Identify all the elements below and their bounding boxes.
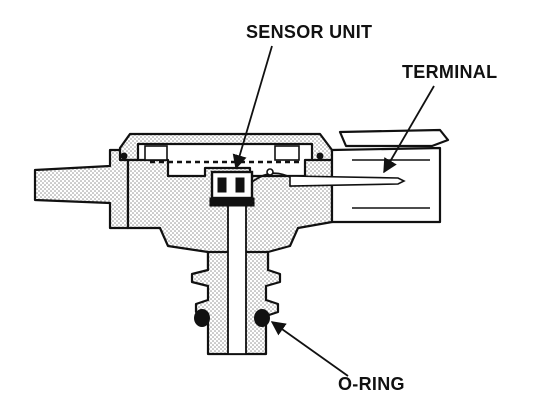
pressure-passage bbox=[227, 195, 247, 355]
o-ring-right bbox=[254, 309, 270, 327]
sensor-unit-leader bbox=[232, 45, 273, 170]
internal-details bbox=[120, 145, 406, 207]
label-terminal: TERMINAL bbox=[402, 62, 497, 82]
label-sensor-unit: SENSOR UNIT bbox=[246, 22, 372, 42]
leader-lines bbox=[232, 45, 435, 377]
connector-latch bbox=[338, 128, 450, 148]
o-rings bbox=[194, 309, 270, 327]
o-ring-left bbox=[194, 309, 210, 327]
terminal-pin bbox=[289, 175, 406, 187]
inlet-nipple bbox=[33, 148, 130, 230]
o-ring-leader bbox=[270, 321, 349, 377]
sensor-body bbox=[33, 128, 450, 356]
label-o-ring: O-RING bbox=[338, 374, 405, 394]
terminal-leader bbox=[383, 85, 435, 174]
sensor-element bbox=[209, 170, 255, 207]
